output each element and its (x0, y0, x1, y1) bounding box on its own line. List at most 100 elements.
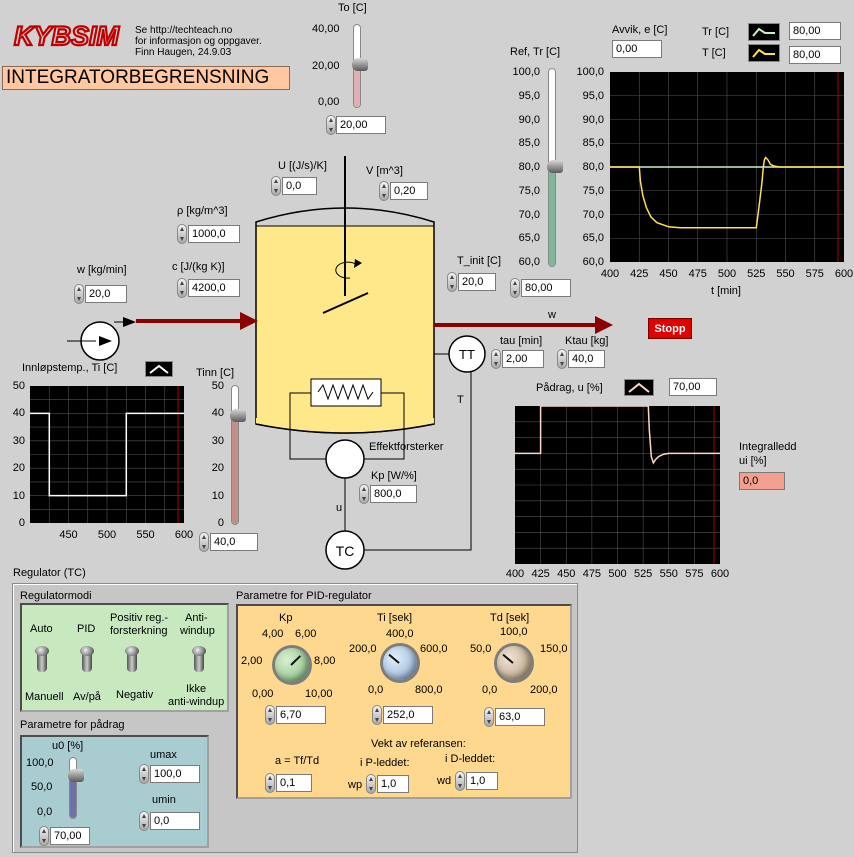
u-coef-spinner[interactable] (271, 176, 281, 196)
tinn-input[interactable]: 40,0 (210, 533, 258, 551)
switch-pos-top-2: forsterkning (110, 625, 168, 637)
axis-tick-label: 475 (582, 568, 602, 580)
series-line (515, 406, 720, 465)
t-legend-swatch[interactable] (748, 44, 780, 62)
kp-w-spinner[interactable] (359, 484, 369, 504)
id-prefix: wd (437, 775, 452, 787)
tinn-spinner[interactable] (199, 532, 209, 552)
to-slider-thumb[interactable] (352, 58, 368, 71)
to-spinner[interactable] (326, 115, 336, 135)
integral-label-2: ui [%] (739, 455, 767, 467)
w-input[interactable]: 20,0 (85, 285, 127, 303)
kp-knob[interactable] (275, 648, 309, 682)
u0-slider-thumb[interactable] (68, 769, 84, 782)
volume-spinner[interactable] (379, 181, 389, 201)
ti-spinner[interactable] (372, 705, 382, 725)
credit-line-2: for informasjon og oppgaver. (135, 36, 262, 47)
ip-label: i P-leddet: (360, 757, 410, 769)
w-spinner[interactable] (74, 284, 84, 304)
u0-spinner[interactable] (39, 826, 49, 846)
volume-label: V [m^3] (366, 165, 403, 177)
to-input[interactable]: 20,00 (336, 116, 386, 134)
effekt-label: Effektforsterker (369, 441, 444, 453)
td-spinner[interactable] (484, 707, 494, 727)
axis-tick-label: 100,0 (512, 66, 540, 78)
axis-tick-label: 65,0 (518, 232, 540, 245)
wp-input[interactable]: 1,0 (377, 775, 409, 793)
td-knob[interactable] (497, 646, 531, 680)
td-tick: 200,0 (530, 684, 558, 696)
axis-tick-label: 10 (211, 489, 224, 502)
inlet-pipe (67, 312, 258, 361)
td-input[interactable]: 63,0 (495, 708, 545, 726)
tinn-slider-track (231, 385, 239, 525)
padrag-chart (515, 406, 720, 564)
tinn-slider-thumb[interactable] (230, 409, 246, 422)
inlet-legend-swatch[interactable] (145, 361, 173, 377)
series-line (30, 412, 184, 497)
u0-tick: 100,0 (26, 757, 54, 769)
switch-pid-avpa[interactable] (80, 646, 94, 672)
axis-tick-label: 30 (12, 434, 25, 447)
u0-tick: 50,0 (31, 781, 53, 793)
temperature-chart-xlabel: t [min] (711, 285, 741, 297)
ktau-input[interactable]: 40,0 (568, 350, 605, 368)
ktau-spinner[interactable] (557, 349, 567, 369)
flow-label: w (547, 309, 556, 321)
ti-tick: 800,0 (415, 684, 443, 696)
integral-label-1: Integralledd (739, 441, 797, 453)
series-line (610, 156, 844, 229)
id-label: i D-leddet: (445, 753, 496, 765)
tau-spinner[interactable] (491, 349, 501, 369)
axis-tick-label: 400 (505, 568, 525, 580)
wp-spinner[interactable] (366, 774, 376, 794)
axis-tick-label: 0 (217, 517, 224, 529)
rho-spinner[interactable] (177, 224, 187, 244)
padrag-legend-swatch[interactable] (624, 379, 654, 396)
pid-params-panel (236, 604, 572, 799)
ti-input[interactable]: 252,0 (383, 706, 433, 724)
kp-label: Kp (279, 612, 293, 624)
vekt-label: Vekt av referansen: (371, 738, 466, 750)
c-spinner[interactable] (177, 278, 187, 298)
t-init-input[interactable]: 20,0 (458, 273, 496, 291)
ref-input[interactable]: 80,00 (521, 279, 571, 297)
switch-positiv-negativ[interactable] (125, 646, 139, 672)
a-spinner[interactable] (265, 773, 275, 793)
umax-spinner[interactable] (139, 764, 149, 784)
tr-legend-swatch[interactable] (748, 23, 780, 41)
umin-spinner[interactable] (139, 811, 149, 831)
switch-antiwindup[interactable] (192, 646, 206, 672)
volume-input[interactable]: 0,20 (390, 182, 428, 200)
umin-input[interactable]: 0,0 (150, 812, 200, 830)
ref-slider-thumb[interactable] (547, 160, 563, 173)
tau-label: tau [min] (500, 335, 543, 347)
axis-tick-label: 600 (710, 568, 730, 580)
switch-pos-top-1: Positiv reg.- (110, 612, 169, 624)
td-tick: 100,0 (500, 626, 528, 638)
c-input[interactable]: 4200,0 (188, 279, 240, 297)
u0-input[interactable]: 70,00 (50, 827, 90, 845)
tau-input[interactable]: 2,00 (502, 350, 544, 368)
kp-w-input[interactable]: 800,0 (370, 485, 417, 503)
wd-input[interactable]: 1,0 (466, 772, 498, 790)
kp-input[interactable]: 6,70 (276, 706, 326, 724)
wd-spinner[interactable] (455, 771, 465, 791)
u-coef-input[interactable]: 0,0 (282, 177, 317, 195)
switch-auto-manuell[interactable] (35, 646, 49, 672)
umax-input[interactable]: 100,0 (150, 765, 200, 783)
switch-pos-bottom: Negativ (116, 689, 154, 701)
rho-input[interactable]: 1000,0 (188, 225, 240, 243)
t-init-spinner[interactable] (447, 272, 457, 292)
axis-tick-label: 80,0 (518, 161, 540, 173)
stop-button[interactable]: Stopp (648, 318, 692, 339)
signal-lines (325, 335, 486, 570)
ref-spinner[interactable] (510, 278, 520, 298)
kp-tick: 10,00 (305, 688, 333, 700)
a-input[interactable]: 0,1 (276, 774, 312, 792)
ti-knob[interactable] (383, 646, 417, 680)
heater (289, 378, 405, 531)
kp-spinner[interactable] (265, 705, 275, 725)
axis-tick-label: 75,0 (518, 184, 540, 197)
tc-label: TC (336, 543, 355, 559)
